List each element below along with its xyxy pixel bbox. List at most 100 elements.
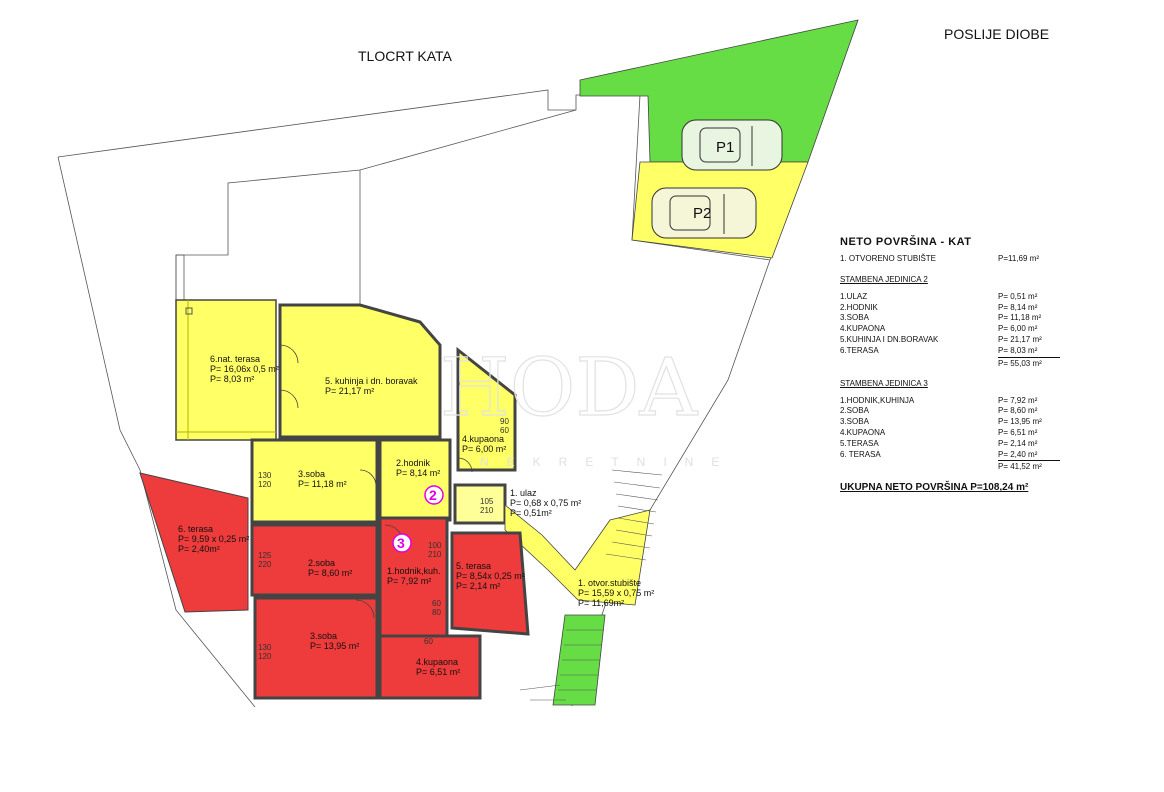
room-terasa-6 [175,299,277,441]
label-soba3-l1: 3.soba [298,469,325,479]
label-hodnik1b-l1: 1.hodnik,kuh. [387,566,441,576]
label-soba3b-l1: 3.soba [310,631,337,641]
label-soba3-l2: P= 11,18 m² [298,479,347,489]
dim-8: 210 [428,550,442,559]
legend-unit3-title: STAMBENA JEDINICA 3 [840,378,928,388]
legend-unit3-row: 6. TERASA P= 2,40 m² [840,450,1060,461]
legend-unit2-sum: P= 55,03 m² [998,356,1060,369]
label-terasa6b-l2: P= 9,59 x 0,25 m² [178,534,249,544]
legend-value: P= 11,18 m² [998,313,1042,323]
dim-5: 125 [258,551,272,560]
legend-stair-row: 1. OTVORENO STUBIŠTE P=11,69 m² [840,254,1060,265]
label-kuhinja5-l1: 5. kuhinja i dn. boravak [325,376,418,386]
legend-value: P= 8,14 m² [998,302,1038,312]
label-hodnik1b-l2: P= 7,92 m² [387,576,431,586]
legend-total: UKUPNA NETO POVRŠINA P=108,24 m² [840,482,1029,494]
after-division-title: POSLIJE DIOBE [944,26,1050,42]
label-hodnik2-l1: 2.hodnik [396,458,431,468]
room-kupaona-4b [378,634,482,700]
site-inner-line [175,109,577,300]
legend-value: P= 0,51 m² [998,291,1038,301]
parking-label-p2: P2 [693,205,711,222]
room-hodnik-kuhinja-1b [378,516,449,638]
label-terasa5b-l3: P= 2,14 m² [456,581,500,591]
dim-10: 80 [432,608,441,617]
stair-treads [519,469,663,701]
label-terasa6b-l1: 6. terasa [178,524,213,534]
label-terasa6-l3: P= 8,03 m² [210,374,254,384]
legend-value: P= 2,40 m² [998,449,1038,459]
legend-stair-value: P=11,69 m² [998,254,1039,263]
dim-9: 60 [432,599,441,608]
label-stubiste-l2: P= 15,59 x 0,75 m² [578,588,654,598]
legend-unit2-sum-row: P= 55,03 m² [840,356,1060,369]
legend-value: P= 6,00 m² [998,324,1038,334]
terrace-rail [175,254,185,301]
room-soba-2b [250,523,379,597]
legend-unit3-row: 3.SOBA P= 13,95 m² [840,417,1060,428]
unit-3-number: 3 [397,535,405,551]
site-lower-left [139,469,256,708]
label-kupaona4-l1: 4.kupaona [462,434,504,444]
label-terasa6-l2: P= 16,06x 0,5 m² [210,364,279,374]
dim-13: 60 [424,637,433,646]
room-terasa-5b [450,531,530,636]
legend-key: 5.TERASA [840,438,879,448]
label-ulaz1-l1: 1. ulaz [510,488,537,498]
dim-7: 100 [428,541,442,550]
door-terrace-2 [279,389,299,409]
room-kuhinja-5 [278,303,442,439]
unit-2-marker: 2 [424,485,444,505]
legend-value: P= 21,17 m² [998,334,1042,344]
label-ulaz1-l3: P= 0,51m² [510,508,552,518]
room-otvoreno-stubiste [504,504,651,606]
label-terasa6b-l3: P= 2,40m² [178,544,220,554]
legend-unit2-title: STAMBENA JEDINICA 2 [840,274,928,284]
room-soba-3 [250,438,379,524]
legend-key: 4.KUPAONA [840,427,886,437]
legend-key: 2.HODNIK [840,302,878,312]
legend-value: P= 8,60 m² [998,406,1038,416]
legend-value: P= 7,92 m² [998,395,1038,405]
door-soba-3b [355,599,375,619]
label-terasa6-l1: 6.nat. terasa [210,354,260,364]
legend-key: 6. TERASA [840,449,881,459]
parking-label-p1: P1 [716,139,734,156]
room-terasa-6b [139,472,249,613]
dim-14: 90 [500,417,509,426]
label-stubiste-l1: 1. otvor.stubište [578,578,641,588]
legend-key: 3.SOBA [840,417,869,427]
door-terrace-1 [279,344,299,364]
unit-2-number: 2 [429,487,437,503]
site-left-edge [57,156,141,471]
unit-2 [175,299,517,525]
room-kupaona-4 [456,346,517,472]
dim-1: 130 [258,471,272,480]
legend-unit2-row: 4.KUPAONA P= 6,00 m² [840,324,1060,335]
label-soba2b-l2: P= 8,60 m² [308,568,352,578]
door-soba-3 [359,469,377,487]
label-kupaona4b-l2: P= 6,51 m² [416,667,460,677]
legend-key: 4.KUPAONA [840,324,886,334]
label-stubiste-l3: P= 11,69m² [578,598,624,608]
room-ulaz-1 [453,483,507,525]
legend-value: P= 2,14 m² [998,438,1038,448]
dim-2: 120 [258,480,272,489]
terrace-corner-marker [185,307,193,315]
dim-4: 210 [480,506,494,515]
label-hodnik2-l2: P= 8,14 m² [396,468,440,478]
legend-key: 3.SOBA [840,313,869,323]
watermark-sub: NEKRETNINE [480,455,737,469]
legend-unit2-row: 3.SOBA P= 11,18 m² [840,313,1060,324]
legend-value: P= 13,95 m² [998,417,1042,427]
label-terasa5b-l2: P= 8,54x 0,25 m² [456,571,525,581]
legend-key: 1.HODNIK,KUHINJA [840,395,915,405]
plan-title: TLOCRT KATA [358,48,452,64]
watermark-logo: HODA [440,341,698,434]
dim-11: 130 [258,643,272,652]
